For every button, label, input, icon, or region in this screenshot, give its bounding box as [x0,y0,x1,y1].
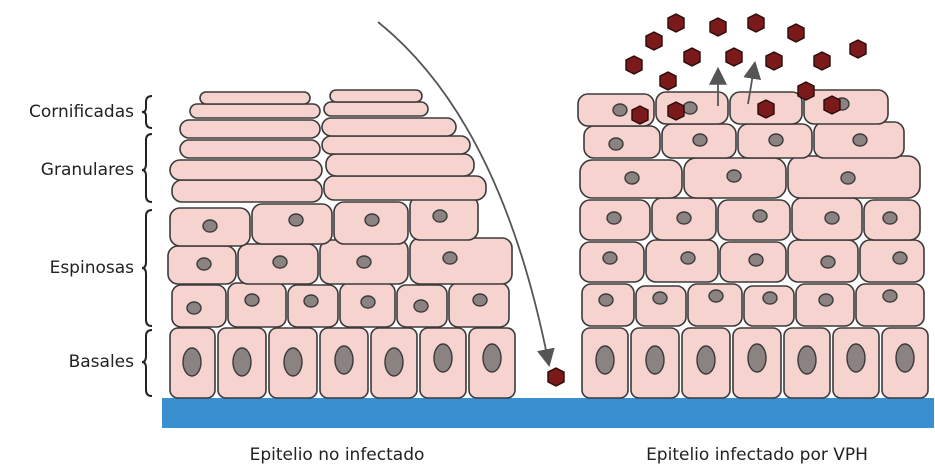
caption-uninfected: Epitelio no infectado [250,445,425,465]
spinous-cells-right [580,198,924,326]
layer-brackets [142,96,152,396]
label-spinous: Espinosas [50,258,135,278]
basal-cells-right [582,328,928,398]
label-basal: Basales [69,352,135,372]
caption-infected: Epitelio infectado por VPH [646,445,868,465]
bracket-cornified [142,96,152,128]
label-cornified: Cornificadas [29,102,134,122]
infected-epithelium [578,68,928,398]
label-granular: Granulares [41,160,134,180]
uninfected-epithelium [168,90,515,398]
bracket-spinous [142,210,152,326]
cornified-cells-left [180,90,456,138]
bracket-basal [142,330,152,396]
virus-particle-entering [548,368,564,386]
bracket-granular [142,134,152,202]
basement-membrane [162,398,934,428]
spinous-cells-left [168,196,512,327]
basal-cells-left [170,328,515,398]
upper-cells-right [578,90,920,198]
granular-cells-left [170,136,486,202]
